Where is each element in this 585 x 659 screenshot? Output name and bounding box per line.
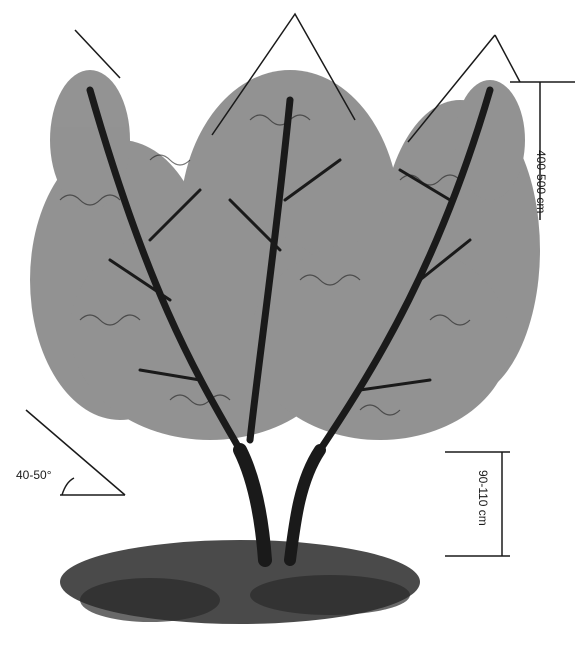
canopy-height-label: 400-500 cm: [534, 150, 548, 213]
ground-shadow: [60, 540, 420, 624]
trunk-height-label: 90-110 cm: [476, 470, 490, 526]
branch-angle-label: 40-50°: [16, 468, 52, 482]
branch-angle-diagram: [26, 410, 125, 495]
